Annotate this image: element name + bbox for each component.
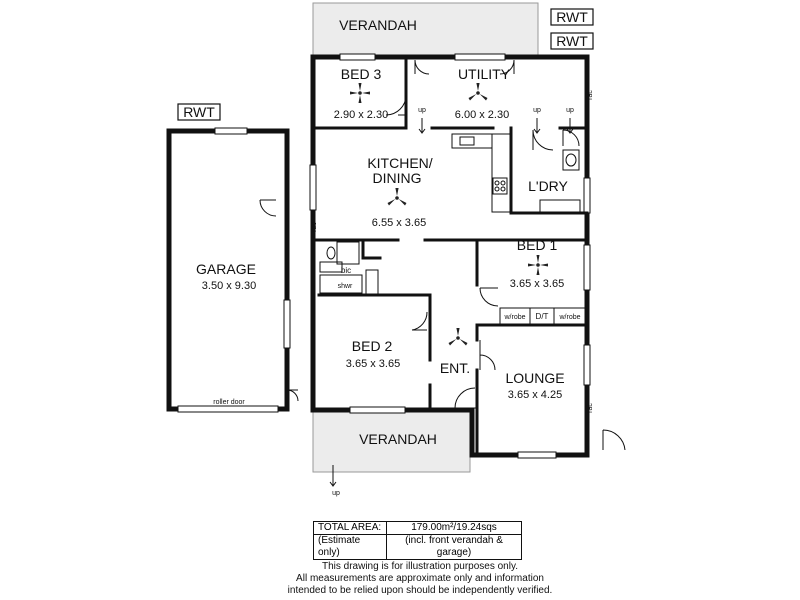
front-door xyxy=(454,387,478,409)
garage-window-side xyxy=(283,299,291,349)
bic-cupboard xyxy=(336,241,360,265)
bed3-door xyxy=(385,94,407,116)
rwt-box-3 xyxy=(177,103,221,121)
up-label-laundry: up xyxy=(533,107,541,114)
up-label-kitchen: up xyxy=(418,107,426,114)
garage-window xyxy=(214,127,248,135)
utility-door-right xyxy=(499,59,515,75)
bed1-label: BED 1 xyxy=(517,237,558,253)
utility-label: UTILITY xyxy=(458,66,511,82)
laundry-tub xyxy=(539,199,581,213)
up-arrow-wc xyxy=(566,118,574,134)
entry-ceiling-fan-icon xyxy=(448,328,468,346)
rac-label-kitchen: rac xyxy=(311,222,318,232)
disclaimer-line: intended to be relied upon should be ind… xyxy=(287,585,553,596)
utility-window xyxy=(454,53,506,61)
up-arrow-kitchen xyxy=(418,118,426,134)
rac-label-lounge: rac xyxy=(587,403,594,413)
wardrobe-right-label: w/robe xyxy=(558,314,580,321)
total-area-value: 179.00m²/19.24sqs xyxy=(386,521,522,535)
bed3-ceiling-fan-icon xyxy=(350,83,370,103)
dt-label: D/T xyxy=(536,312,549,321)
rear-verandah xyxy=(312,2,539,56)
rwt-label-1: RWT xyxy=(556,9,588,25)
estimate-label: (Estimate only) xyxy=(313,534,387,560)
table-row: TOTAL AREA: 179.00m²/19.24sqs xyxy=(313,521,522,535)
garage-side-door xyxy=(286,389,299,402)
kitchen-ceiling-fan-icon xyxy=(387,188,407,206)
shower-label: shwr xyxy=(338,283,353,290)
lounge-side-door xyxy=(602,429,626,451)
lounge-door xyxy=(479,340,496,371)
bed1-window xyxy=(583,244,591,291)
kitchen-sink-bowl xyxy=(459,136,475,146)
bed2-dimensions: 3.65 x 3.65 xyxy=(346,358,400,370)
disclaimer-line: This drawing is for illustration purpose… xyxy=(321,561,518,572)
kitchen-dimensions: 6.55 x 3.65 xyxy=(372,217,426,229)
shower xyxy=(319,274,363,294)
disclaimer: This drawing is for illustration purpose… xyxy=(260,561,580,597)
bed3-window xyxy=(339,53,376,61)
lounge-label: LOUNGE xyxy=(505,370,564,386)
table-row: (Estimate only) (incl. front verandah & … xyxy=(313,534,522,560)
lounge-window xyxy=(517,451,557,459)
rwt-box-2 xyxy=(550,32,594,50)
rac-label-utility: rac xyxy=(587,90,594,100)
kitchen-bench xyxy=(491,133,511,213)
interior-walls xyxy=(311,55,589,457)
rear-verandah-label: VERANDAH xyxy=(339,17,417,33)
bed3-label: BED 3 xyxy=(341,66,382,82)
garage-label: GARAGE xyxy=(196,261,256,277)
toilet xyxy=(562,149,580,171)
up-label-front: up xyxy=(332,490,340,497)
entry-label: ENT. xyxy=(440,360,470,376)
front-verandah xyxy=(312,409,471,473)
disclaimer-line: All measurements are approximate only an… xyxy=(296,573,544,584)
bed2-window xyxy=(349,406,406,414)
wardrobe-left-label: w/robe xyxy=(503,314,525,321)
front-verandah-label: VERANDAH xyxy=(359,431,437,447)
laundry-label: L'DRY xyxy=(528,178,568,194)
bic-label: bic xyxy=(341,266,351,275)
wc-door xyxy=(562,129,580,147)
kitchen-label-line2: DINING xyxy=(373,170,422,186)
roller-door-label: roller door xyxy=(213,399,245,406)
up-arrow-laundry xyxy=(533,118,541,134)
bed2-label: BED 2 xyxy=(352,338,393,354)
utility-door-left xyxy=(414,59,430,75)
laundry-door xyxy=(532,129,554,151)
bed1-ceiling-fan-icon xyxy=(528,255,548,275)
bed3-dimensions: 2.90 x 2.30 xyxy=(334,109,388,121)
vanity xyxy=(365,269,379,295)
rwt-label-3: RWT xyxy=(183,104,215,120)
bath-toilet xyxy=(326,246,336,260)
wardrobe-right xyxy=(553,307,588,326)
lounge-side-window xyxy=(583,344,591,386)
area-table: TOTAL AREA: 179.00m²/19.24sqs (Estimate … xyxy=(313,521,522,560)
lounge-dimensions: 3.65 x 4.25 xyxy=(508,389,562,401)
rwt-label-2: RWT xyxy=(556,33,588,49)
bed1-door xyxy=(479,287,499,307)
up-label-wc: up xyxy=(566,107,574,114)
bed2-door xyxy=(411,311,428,331)
bathroom-basin xyxy=(319,261,343,273)
total-area-label: TOTAL AREA: xyxy=(313,521,387,535)
utility-dimensions: 6.00 x 2.30 xyxy=(455,109,509,121)
roller-door xyxy=(177,405,279,413)
garage-dimensions: 3.50 x 9.30 xyxy=(202,280,256,292)
garage-door-swing xyxy=(259,199,277,217)
cooktop xyxy=(492,177,508,195)
estimate-value: (incl. front verandah & garage) xyxy=(386,534,522,560)
kitchen-window xyxy=(309,164,317,211)
up-arrow-front xyxy=(329,465,337,487)
bed1-dimensions: 3.65 x 3.65 xyxy=(510,278,564,290)
kitchen-label-line1: KITCHEN/ xyxy=(367,155,432,171)
utility-ceiling-fan-icon xyxy=(468,83,488,101)
kitchen-sink xyxy=(451,133,493,149)
laundry-window xyxy=(583,177,591,214)
rwt-box-1 xyxy=(550,8,594,26)
